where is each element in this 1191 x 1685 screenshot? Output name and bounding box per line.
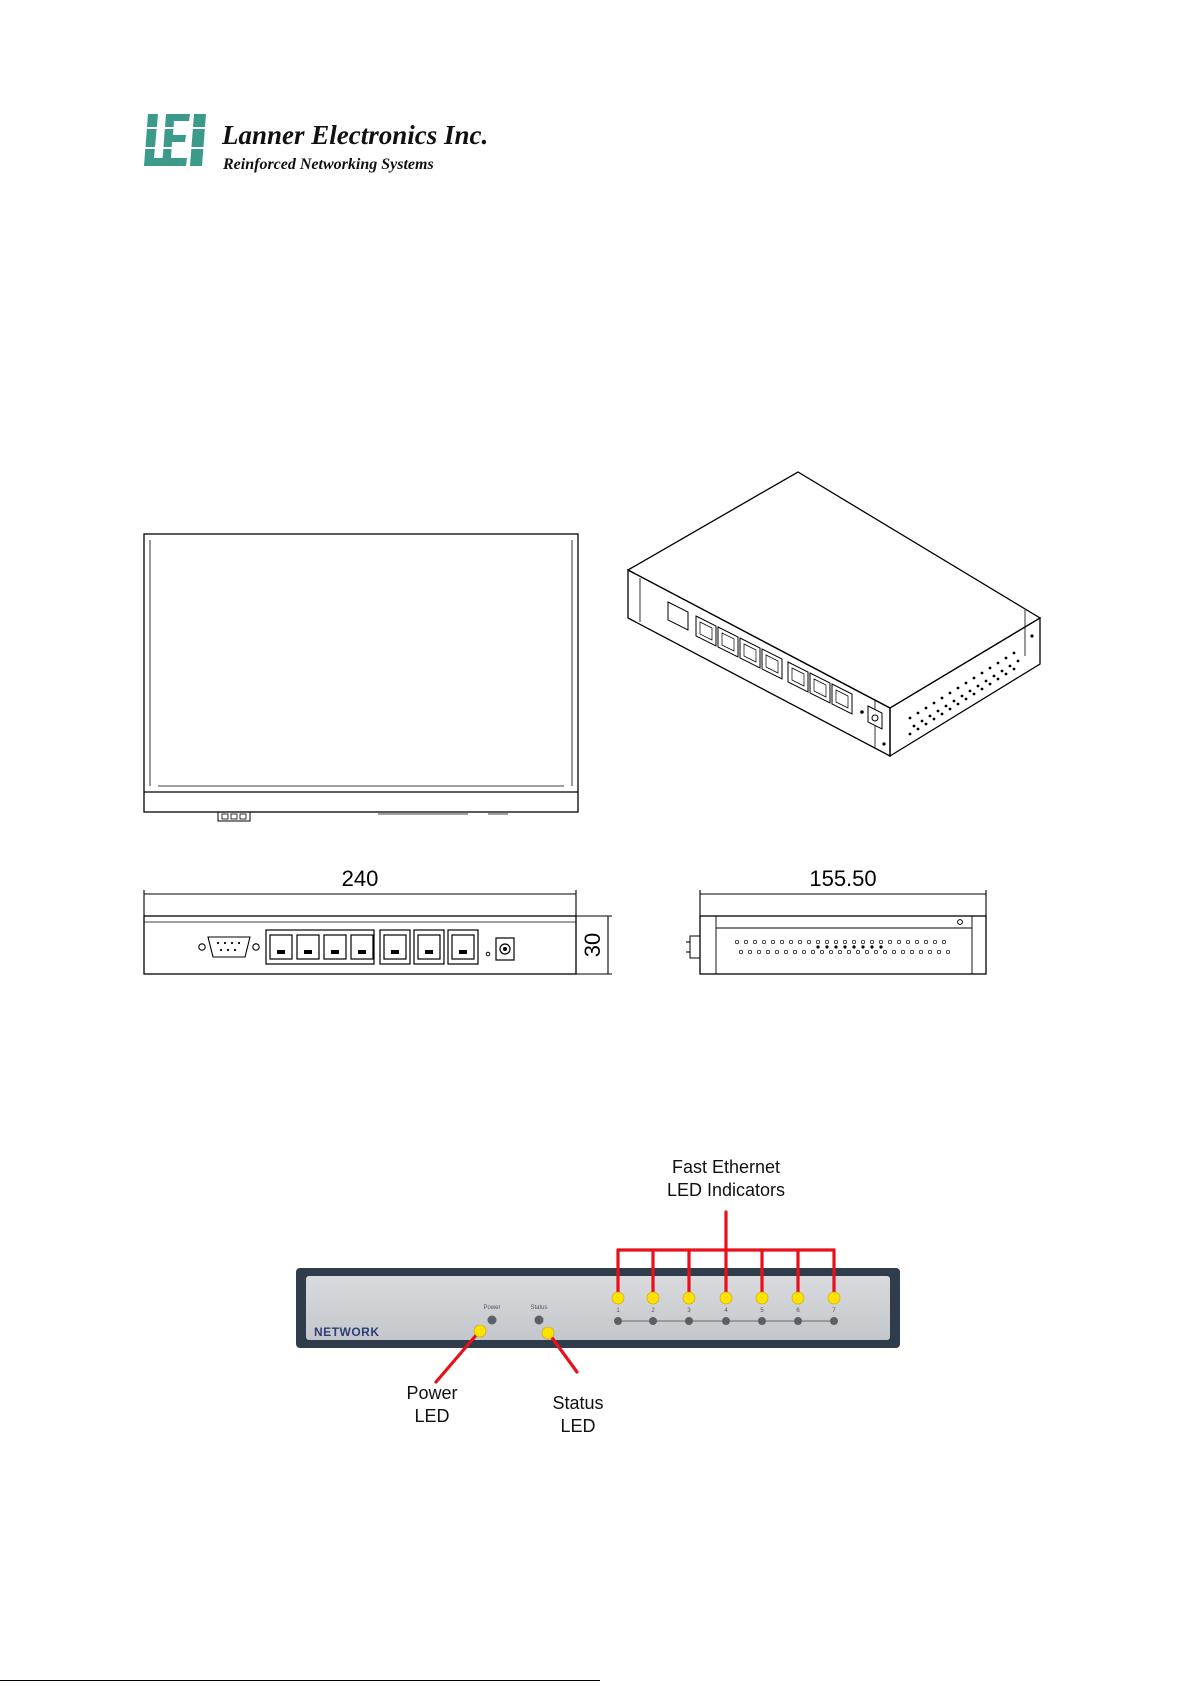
led-marker xyxy=(683,1292,695,1304)
led-marker xyxy=(756,1292,768,1304)
led-marker xyxy=(792,1292,804,1304)
led-marker xyxy=(720,1292,732,1304)
footer-rule xyxy=(0,1680,600,1681)
status-led-callout: Status LED xyxy=(528,1392,628,1438)
led-marker xyxy=(612,1292,624,1304)
power-led-marker xyxy=(474,1325,486,1337)
fast-ethernet-led-callout: Fast Ethernet LED Indicators xyxy=(626,1156,826,1202)
power-led-callout: Power LED xyxy=(382,1382,482,1428)
led-marker xyxy=(647,1292,659,1304)
status-led-marker xyxy=(542,1327,554,1339)
led-marker xyxy=(828,1292,840,1304)
